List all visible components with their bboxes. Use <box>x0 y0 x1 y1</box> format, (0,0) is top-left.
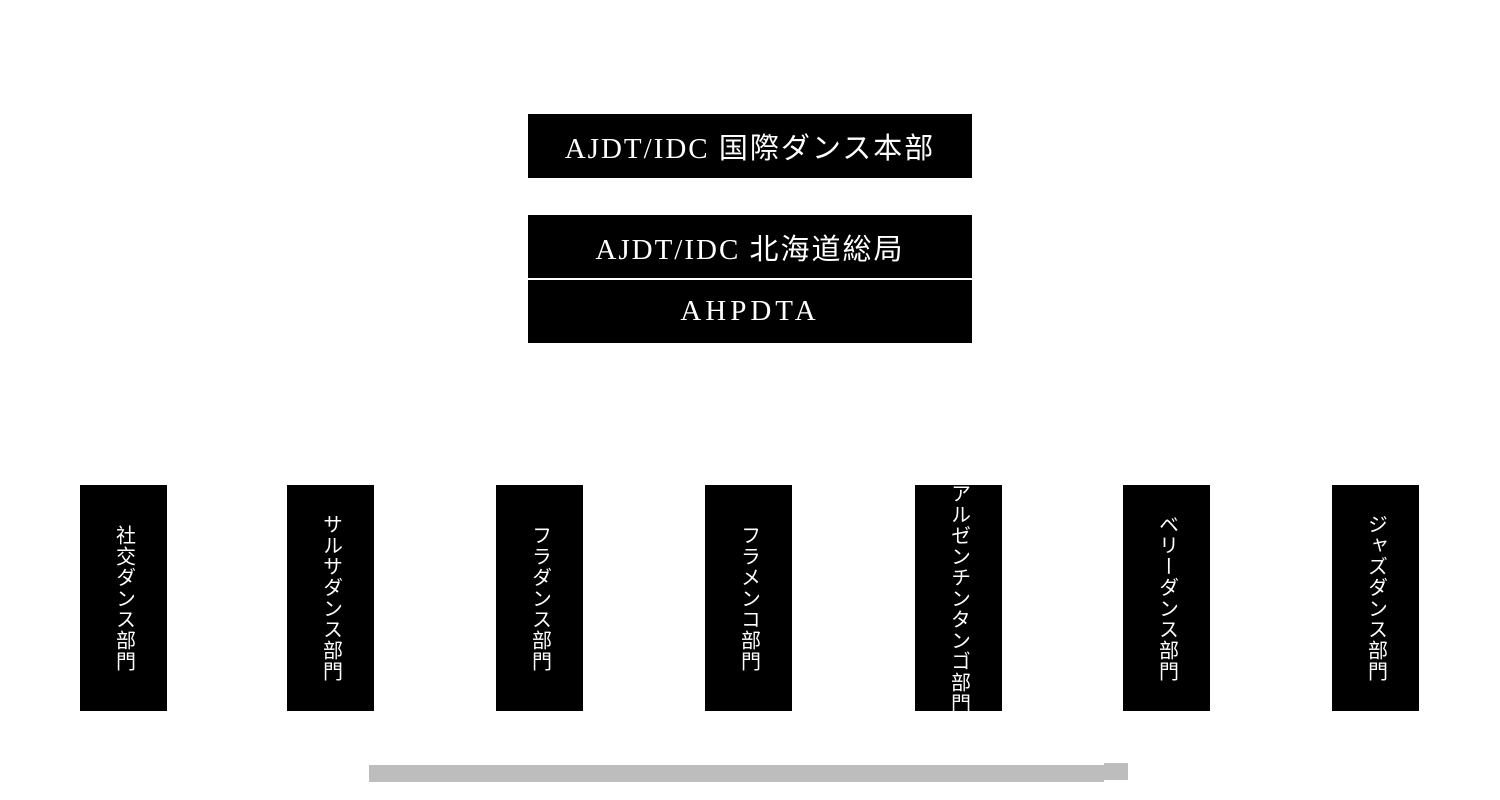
org-node-hokkaido-bureau: AJDT/IDC 北海道総局 <box>528 215 972 278</box>
horizontal-scrollbar-thumb[interactable] <box>1104 763 1128 780</box>
dept-label-jazz-dance: ジャズダンス部門 <box>1364 514 1387 682</box>
dept-label-hula-dance: フラダンス部門 <box>528 524 551 672</box>
horizontal-scrollbar-track[interactable] <box>369 765 1104 782</box>
dept-box-argentine-tango: アルゼンチンタンゴ部門 <box>915 482 1002 714</box>
dept-box-salsa-dance: サルサダンス部門 <box>287 485 374 711</box>
dept-box-social-dance: 社交ダンス部門 <box>80 485 167 711</box>
dept-box-flamenco: フラメンコ部門 <box>705 485 792 711</box>
dept-label-flamenco: フラメンコ部門 <box>737 524 760 672</box>
org-node-ahpdta: AHPDTA <box>528 280 972 343</box>
dept-label-belly-dance: ベリーダンス部門 <box>1155 514 1178 682</box>
dept-label-argentine-tango: アルゼンチンタンゴ部門 <box>947 482 970 714</box>
org-node-international-dance-hq: AJDT/IDC 国際ダンス本部 <box>528 114 972 178</box>
dept-box-hula-dance: フラダンス部門 <box>496 485 583 711</box>
dept-box-belly-dance: ベリーダンス部門 <box>1123 485 1210 711</box>
dept-label-salsa-dance: サルサダンス部門 <box>319 514 342 682</box>
dept-label-social-dance: 社交ダンス部門 <box>112 524 135 672</box>
dept-box-jazz-dance: ジャズダンス部門 <box>1332 485 1419 711</box>
